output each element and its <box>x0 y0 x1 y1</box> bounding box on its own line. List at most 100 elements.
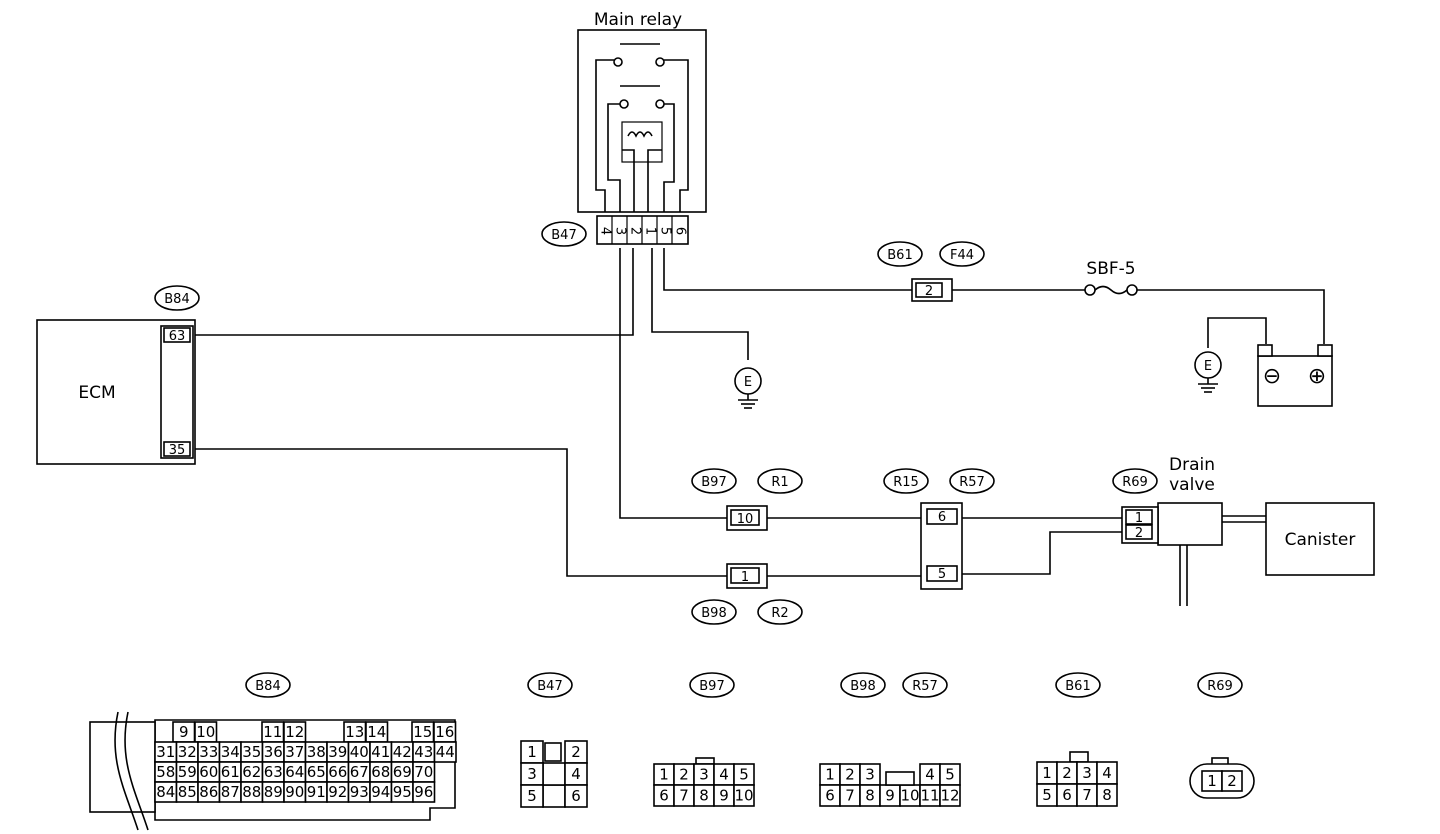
b84-pin-15: 15 <box>413 723 432 741</box>
b98-pin-3: 3 <box>865 766 875 784</box>
b84-pin-64: 64 <box>285 763 304 781</box>
b97-pin-10: 10 <box>737 512 754 527</box>
relay-pin-4: 4 <box>598 227 613 235</box>
b84-pin-31: 31 <box>156 743 175 761</box>
b84-pin-40: 40 <box>350 743 369 761</box>
svg-text:R57: R57 <box>959 475 985 490</box>
b98-pin-9: 9 <box>885 787 895 805</box>
fuse-label: SBF-5 <box>1086 259 1135 279</box>
tag-b47: B47 <box>541 221 587 247</box>
b84-pin-93: 93 <box>350 783 369 801</box>
r69-pin-1: 1 <box>1135 511 1143 526</box>
b98-pin-11: 11 <box>920 787 939 805</box>
b84-pin-87: 87 <box>221 783 240 801</box>
drain-valve-label-line1: Drain <box>1169 455 1215 475</box>
svg-text:B97: B97 <box>701 475 726 490</box>
b84-pin-91: 91 <box>307 783 326 801</box>
canister-label: Canister <box>1285 530 1356 550</box>
b84-pin-92: 92 <box>328 783 347 801</box>
b84-pin-36: 36 <box>264 743 283 761</box>
b84-pin-9: 9 <box>179 723 189 741</box>
ecm-connector-b84 <box>160 325 194 459</box>
main-relay-housing <box>577 29 707 213</box>
battery-negative-icon: ⊖ <box>1263 364 1281 389</box>
b98-pin-4: 4 <box>925 766 935 784</box>
face-b84-tag: B84 <box>255 679 280 694</box>
tag-b61: B61 <box>877 241 923 267</box>
b98-pin-2: 2 <box>845 766 855 784</box>
relay-pin-1: 1 <box>643 227 658 235</box>
b61-pin-2: 2 <box>925 284 933 299</box>
drain-valve-body <box>1157 502 1223 546</box>
b84-pin-66: 66 <box>328 763 347 781</box>
b97-pin-7: 7 <box>679 787 689 805</box>
relay-pin-2: 2 <box>628 227 643 235</box>
svg-text:E: E <box>1204 359 1212 374</box>
b84-pin-69: 69 <box>393 763 412 781</box>
r57-pin-6: 6 <box>938 510 946 525</box>
b47-pin-6: 6 <box>571 787 581 805</box>
b84-pin-61: 61 <box>221 763 240 781</box>
svg-text:R1: R1 <box>771 475 788 490</box>
b84-pin-58: 58 <box>156 763 175 781</box>
b61-pin-1: 1 <box>1042 764 1052 782</box>
tag-b84: B84 <box>154 285 200 311</box>
b61-pin-3: 3 <box>1082 764 1092 782</box>
b61-pin-8: 8 <box>1102 786 1112 804</box>
b97-pin-5: 5 <box>739 766 749 784</box>
face-b97-tag: B97 <box>699 679 724 694</box>
b84-pin-11: 11 <box>263 723 282 741</box>
tag-b97: B97 <box>691 468 737 494</box>
b84-pin-39: 39 <box>328 743 347 761</box>
b61-pin-4: 4 <box>1102 764 1112 782</box>
b98-pin-7: 7 <box>845 787 855 805</box>
wires <box>195 248 1325 606</box>
svg-text:B61: B61 <box>887 248 912 263</box>
b84-pin-68: 68 <box>371 763 390 781</box>
b84-pin-84: 84 <box>156 783 175 801</box>
b84-pin-63: 63 <box>264 763 283 781</box>
b97-pin-4: 4 <box>719 766 729 784</box>
svg-text:R15: R15 <box>893 475 919 490</box>
b97-pin-9: 9 <box>719 787 729 805</box>
tag-r2: R2 <box>757 599 803 625</box>
b61-pin-2: 2 <box>1062 764 1072 782</box>
b98-pin-10: 10 <box>900 787 919 805</box>
face-b98-tag: B98 <box>850 679 875 694</box>
svg-text:B84: B84 <box>164 292 189 307</box>
b84-pin-41: 41 <box>371 743 390 761</box>
tag-r15: R15 <box>883 468 929 494</box>
b84-pin-89: 89 <box>264 783 283 801</box>
relay-pin-5: 5 <box>658 227 673 235</box>
b84-pin-59: 59 <box>178 763 197 781</box>
connector-b97-r1: 10 <box>726 505 768 531</box>
b84-pin-38: 38 <box>307 743 326 761</box>
connector-r15-r57: 6 5 <box>920 502 963 590</box>
canister: Canister <box>1265 502 1375 576</box>
b98-pin-12: 12 <box>940 787 959 805</box>
b98-pin-5: 5 <box>945 766 955 784</box>
b97-pin-8: 8 <box>699 787 709 805</box>
svg-text:B98: B98 <box>701 606 726 621</box>
face-b61-tag: B61 <box>1065 679 1090 694</box>
face-b47-tag: B47 <box>537 679 562 694</box>
b97-pin-1: 1 <box>659 766 669 784</box>
b84-pin-67: 67 <box>350 763 369 781</box>
b61-pin-6: 6 <box>1062 786 1072 804</box>
svg-text:R2: R2 <box>771 606 788 621</box>
b84-pin-10: 10 <box>196 723 215 741</box>
b97-pin-2: 2 <box>679 766 689 784</box>
b84-pin-96: 96 <box>414 783 433 801</box>
svg-text:F44: F44 <box>950 248 974 263</box>
b84-pin-32: 32 <box>178 743 197 761</box>
tag-b98: B98 <box>691 599 737 625</box>
b84-pin-86: 86 <box>199 783 218 801</box>
main-relay: Main relay 4 3 2 1 5 6 <box>577 10 707 245</box>
fuse-sbf-5: SBF-5 <box>1084 259 1138 296</box>
b84-pin-43: 43 <box>414 743 433 761</box>
b84-pin-95: 95 <box>393 783 412 801</box>
svg-text:E: E <box>744 375 752 390</box>
